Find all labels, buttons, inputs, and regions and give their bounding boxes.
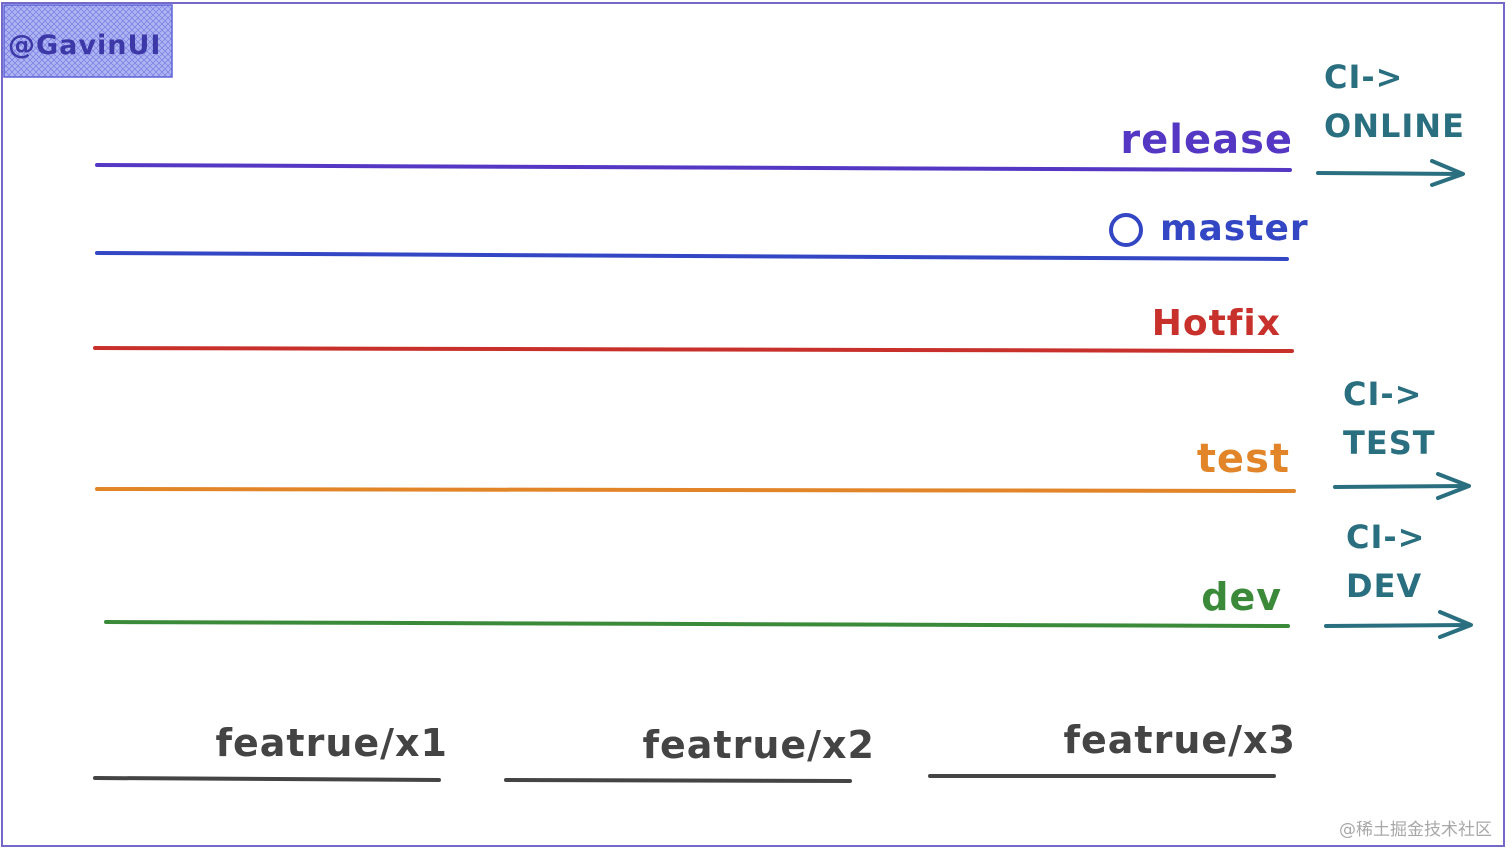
arrow-right-icon <box>1316 159 1465 187</box>
feature-label-x2: featrue/x2 <box>642 723 875 767</box>
branch-master: master <box>95 208 1309 261</box>
feature-line-x2 <box>504 778 852 783</box>
author-tag: @GavinUI <box>3 4 173 78</box>
branch-label-test: test <box>1197 436 1290 482</box>
branch-test: test <box>95 436 1296 493</box>
circle-icon <box>1109 213 1143 247</box>
ci-test-line1: CI-> <box>1343 375 1422 413</box>
branch-label-master: master <box>1160 208 1309 249</box>
branch-line-test <box>95 487 1296 493</box>
feature-x3: featrue/x3 <box>928 718 1296 778</box>
feature-x1: featrue/x1 <box>93 721 448 782</box>
author-tag-text: @GavinUI <box>8 30 161 61</box>
ci-online-line2: ONLINE <box>1324 107 1465 145</box>
watermark: @稀土掘金技术社区 <box>1339 820 1492 840</box>
branch-label-release: release <box>1120 117 1293 163</box>
branch-release: release <box>95 117 1293 172</box>
branch-line-hotfix <box>93 346 1294 353</box>
ci-dev-line2: DEV <box>1346 567 1422 605</box>
ci-test-line2: TEST <box>1343 424 1436 462</box>
branch-line-dev <box>104 620 1290 628</box>
branch-dev: dev <box>104 575 1290 628</box>
branch-line-release <box>95 163 1292 172</box>
ci-dev-line1: CI-> <box>1346 518 1425 556</box>
arrow-right-icon <box>1324 610 1473 639</box>
arrow-right-icon <box>1333 472 1471 500</box>
ci-online: CI-> ONLINE <box>1316 58 1465 187</box>
feature-label-x1: featrue/x1 <box>215 721 448 765</box>
branch-label-dev: dev <box>1201 575 1282 619</box>
branch-label-hotfix: Hotfix <box>1152 303 1281 344</box>
ci-test: CI-> TEST <box>1333 375 1471 500</box>
branch-hotfix: Hotfix <box>93 303 1294 353</box>
feature-line-x1 <box>93 776 441 782</box>
ci-dev: CI-> DEV <box>1324 518 1473 639</box>
feature-label-x3: featrue/x3 <box>1063 718 1296 762</box>
author-tag-hatch <box>3 4 173 78</box>
ci-online-line1: CI-> <box>1324 58 1403 96</box>
branch-line-master <box>95 251 1289 261</box>
watermark-container: @稀土掘金技术社区 <box>1339 815 1492 840</box>
feature-x2: featrue/x2 <box>504 723 875 783</box>
